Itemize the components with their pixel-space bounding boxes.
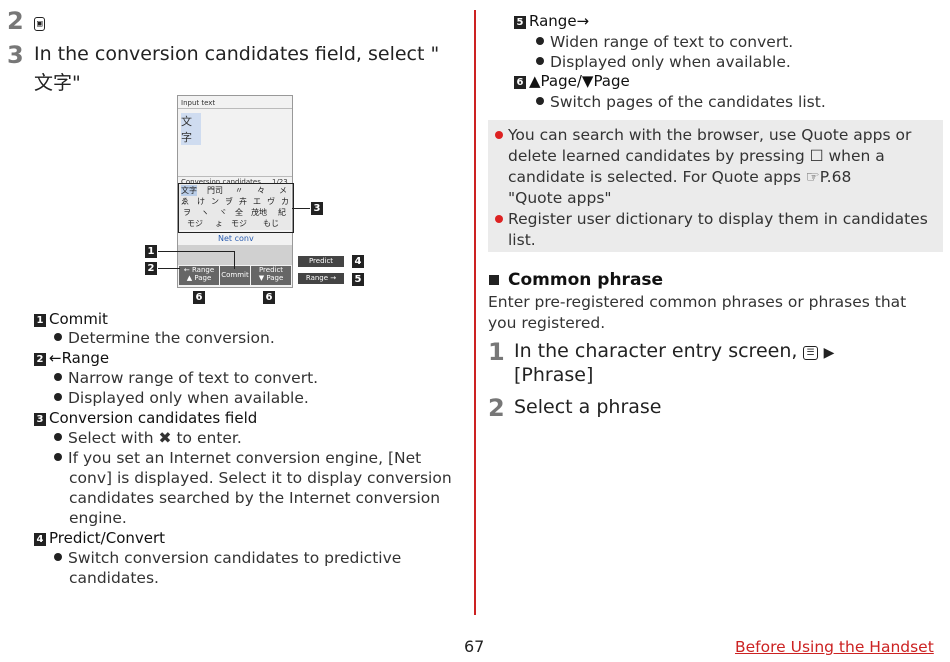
item-3-text: conv] is displayed. Select it to display…	[69, 469, 452, 487]
phrase-step-1-number: 1	[488, 338, 505, 366]
phrase-step-1-line2: [Phrase]	[514, 364, 594, 386]
item-3-bullet-1: Select with ✖ to enter.	[54, 429, 242, 447]
input-label: Input text	[181, 99, 216, 107]
item-3-text: engine.	[69, 509, 127, 527]
candidate[interactable]: ヽ	[201, 208, 209, 217]
footer-link[interactable]: Before Using the Handset	[735, 638, 934, 656]
candidate[interactable]: ヴ	[267, 197, 275, 206]
section-desc-2: you registered.	[488, 314, 606, 332]
range-callout-label: Range →	[298, 273, 344, 284]
item-6-bullet: Switch pages of the candidates list.	[536, 93, 826, 111]
candidate[interactable]: ょ	[215, 219, 223, 228]
phrase-step-1-line1: In the character entry screen, ☰ ▶	[514, 340, 835, 362]
candidate[interactable]: エ	[253, 197, 261, 206]
callout-3: 3	[311, 202, 323, 215]
item-5-bullet-2: Displayed only when available.	[536, 53, 791, 71]
item-3-text: candidates searched by the Internet conv…	[69, 489, 441, 507]
candidate[interactable]: 全	[235, 208, 243, 217]
phone-screenshot: Input text 文字 Conversion candidates 1/23…	[177, 95, 293, 288]
candidate[interactable]: 門司	[207, 186, 223, 195]
section-title: Common phrase	[508, 270, 664, 290]
candidates-grid[interactable]: 文字 門司 〃 々 メ ゑ け ン ヺ 卉 エ ヴ カ ヲ ヽ ヾ 全 茂地 紀…	[179, 184, 291, 230]
callout-6-right: 6	[263, 291, 275, 304]
candidate[interactable]: カ	[281, 197, 289, 206]
step-2-number: 2	[7, 7, 24, 35]
candidate[interactable]: 文字	[181, 185, 197, 196]
item-5-bullet-1: Widen range of text to convert.	[536, 33, 793, 51]
callout-1: 1	[145, 245, 157, 258]
page-number: 67	[464, 637, 485, 656]
candidate[interactable]: ゑ	[181, 197, 189, 206]
item-3-bullet-2: If you set an Internet conversion engine…	[54, 449, 421, 467]
candidates-frame	[178, 183, 294, 233]
candidate[interactable]: もじ	[263, 219, 279, 228]
section-desc-1: Enter pre-registered common phrases or p…	[488, 293, 907, 311]
net-conv-link[interactable]: Net conv	[218, 234, 254, 243]
candidate[interactable]: ヾ	[219, 208, 227, 217]
item-2-bullet-1: Narrow range of text to convert.	[54, 369, 318, 387]
candidate[interactable]: 茂地	[251, 208, 267, 217]
candidate[interactable]: け	[197, 197, 205, 206]
candidate[interactable]: ヺ	[225, 197, 233, 206]
commit-button[interactable]: Commit	[220, 266, 250, 285]
item-6-heading: 6▲Page/▼Page	[514, 72, 630, 90]
candidate[interactable]: ン	[211, 197, 219, 206]
item-2-heading: 2←Range	[34, 349, 109, 367]
candidate[interactable]: モジ	[187, 219, 203, 228]
predict-button[interactable]: Predict▼ Page	[251, 266, 291, 285]
arrow-icon: ▶	[823, 345, 835, 361]
item-1-bullet: Determine the conversion.	[54, 329, 275, 347]
step-3-line1: In the conversion candidates field, sele…	[34, 43, 440, 65]
candidates-label: Conversion candidates	[181, 178, 261, 186]
phrase-step-2-text: Select a phrase	[514, 396, 662, 418]
note-item-2: Register user dictionary to display them…	[495, 209, 933, 251]
step-3-number: 3	[7, 41, 24, 69]
callout-5: 5	[352, 273, 364, 286]
step-3-line2: 文字"	[34, 72, 81, 94]
candidate[interactable]: 々	[257, 186, 265, 195]
candidate[interactable]: ヲ	[183, 208, 191, 217]
item-4-bullet: Switch conversion candidates to predicti…	[54, 549, 401, 567]
callout-6-left: 6	[193, 291, 205, 304]
menu-key-icon: ☰	[803, 346, 818, 360]
item-2-bullet-2: Displayed only when available.	[54, 389, 309, 407]
note-box: You can search with the browser, use Quo…	[488, 120, 943, 252]
candidate[interactable]: モジ	[231, 219, 247, 228]
candidate[interactable]: 〃	[235, 186, 243, 195]
note-item-1: You can search with the browser, use Quo…	[495, 125, 933, 209]
range-back-button[interactable]: ← Range▲ Page	[179, 266, 219, 285]
candidate[interactable]: メ	[279, 186, 287, 195]
input-value: 文字	[181, 113, 201, 145]
callout-4: 4	[352, 255, 364, 268]
candidate[interactable]: 紀	[278, 208, 286, 217]
section-marker	[489, 275, 499, 285]
key-icon: ▣	[34, 13, 46, 32]
phrase-step-2-number: 2	[488, 394, 505, 422]
column-divider	[474, 10, 476, 615]
predict-callout-label: Predict	[298, 256, 344, 267]
item-4-text: candidates.	[69, 569, 159, 587]
callout-2: 2	[145, 262, 157, 275]
candidate[interactable]: 卉	[239, 197, 247, 206]
candidates-count: 1/23	[272, 178, 288, 186]
